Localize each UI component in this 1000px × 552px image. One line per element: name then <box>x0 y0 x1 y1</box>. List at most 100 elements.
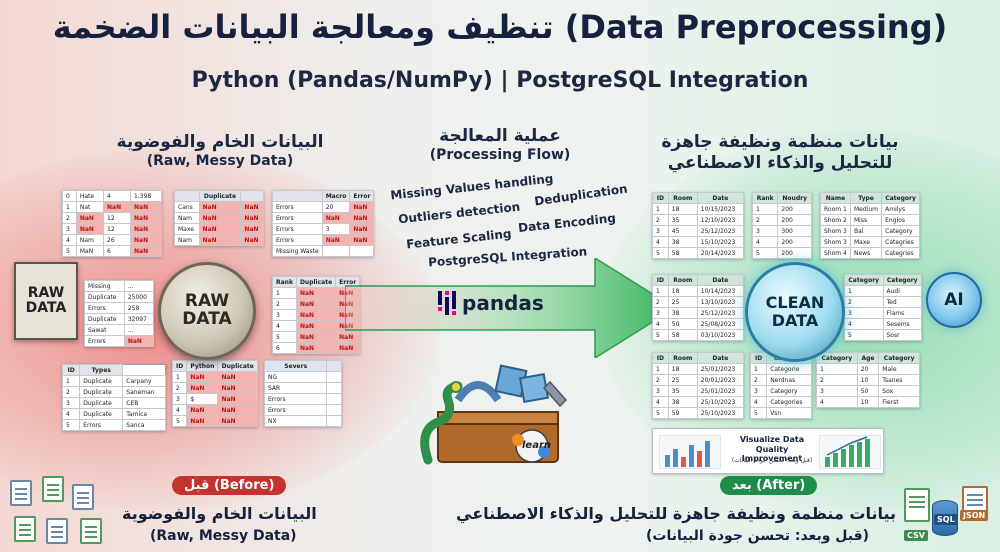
table-header-row: Severs <box>263 360 342 372</box>
table-cell: 1 <box>171 371 188 383</box>
table-cell: 25/12/2023 <box>696 225 745 237</box>
table-cell: 4 <box>816 396 858 408</box>
table-cell: Nam <box>75 234 105 246</box>
table-cell: Errors <box>84 335 125 347</box>
table-cell: 5 <box>62 245 77 257</box>
table-cell: NaN <box>240 223 264 235</box>
vis-title: Visualize Data Quality Improvement <box>739 435 805 464</box>
raw-data-badge: RAW DATA <box>158 262 256 360</box>
table-cell: 10 <box>856 396 880 408</box>
table-cell: 4 <box>62 234 77 246</box>
table-cell: 58 <box>667 329 698 341</box>
table-cell: Room 1 <box>820 203 851 215</box>
table-header-cell: Date <box>696 274 745 286</box>
table-cell: NaN <box>217 382 258 394</box>
table-cell: Category <box>881 225 920 237</box>
table-cell: Audi <box>882 285 922 297</box>
table-cell: 50 <box>667 318 698 330</box>
table-header-cell: ID <box>171 360 188 372</box>
messy-file-icon <box>14 516 36 542</box>
table-cell: 1 <box>272 287 297 299</box>
table-cell: NaN <box>240 212 264 224</box>
table-header-cell: Duplicate <box>295 276 337 288</box>
table-cell: 2 <box>816 374 858 386</box>
table-cell: NaN <box>335 342 361 354</box>
table-cell: NaN <box>295 298 337 310</box>
table-cell: 25/10/2023 <box>696 396 745 408</box>
table-cell: 3 <box>749 385 768 397</box>
table-cell: NaN <box>130 234 162 246</box>
after-pill: بعد (After) <box>720 476 818 495</box>
table-cell: Tsanes <box>878 374 920 386</box>
table-cell: 200 <box>777 236 812 248</box>
after-chart-icon <box>819 435 881 469</box>
table-cell: Errors <box>272 223 323 235</box>
processing-header: عملية المعالجة (Processing Flow) <box>410 126 590 165</box>
table-header-cell: ID <box>61 364 81 376</box>
table-cell: NaN <box>295 331 337 343</box>
table-header-cell: Noudry <box>777 192 812 204</box>
table-header-cell: Error <box>349 190 375 202</box>
table-cell: 5 <box>171 415 188 427</box>
table-cell: NaN <box>130 223 162 235</box>
vis-subtitle: (قبل وبعد: تحسن جودة البيانات) <box>731 457 813 464</box>
raw-section-header: البيانات الخام والفوضوية (Raw, Messy Dat… <box>100 132 340 171</box>
table-cell: Shom 3 <box>820 236 851 248</box>
table-cell: Duplicate <box>84 313 125 325</box>
table-cell <box>326 371 342 383</box>
table-cell: 25/12/2023 <box>696 307 745 319</box>
table-cell: 5 <box>751 247 779 259</box>
table-cell: Amilys <box>881 203 920 215</box>
table-cell: NaN <box>321 212 351 224</box>
messy-file-icon <box>46 518 68 544</box>
table-cell: 300 <box>777 225 812 237</box>
table-cell: ... <box>123 324 155 336</box>
table-cell: NaN <box>186 382 219 394</box>
table-cell: 4 <box>652 318 669 330</box>
table-cell: 2 <box>272 298 297 310</box>
table-cell: Sosr <box>882 329 922 341</box>
table-cell: 2 <box>171 382 188 394</box>
table-cell: NaN <box>103 201 132 213</box>
table-header-cell: Name <box>820 192 851 204</box>
table-cell: 3 <box>751 225 779 237</box>
table-header-cell: ID <box>749 352 768 364</box>
table-cell: 10 <box>856 374 880 386</box>
table-cell: 58 <box>667 247 698 259</box>
table-header-cell: Python <box>186 360 219 372</box>
clean-badge-label: CLEAN DATA <box>765 293 825 330</box>
table-cell: 5 <box>61 419 81 431</box>
table-cell: NaN <box>295 309 337 321</box>
table-header-cell: ID <box>652 274 669 286</box>
table-cell: NaN <box>198 234 242 246</box>
table-cell: 3 <box>652 225 669 237</box>
toolbox-icon <box>420 364 568 465</box>
table-cell: 35 <box>667 214 698 226</box>
table-cell: Fierst <box>878 396 920 408</box>
table-cell: Sox <box>878 385 920 397</box>
